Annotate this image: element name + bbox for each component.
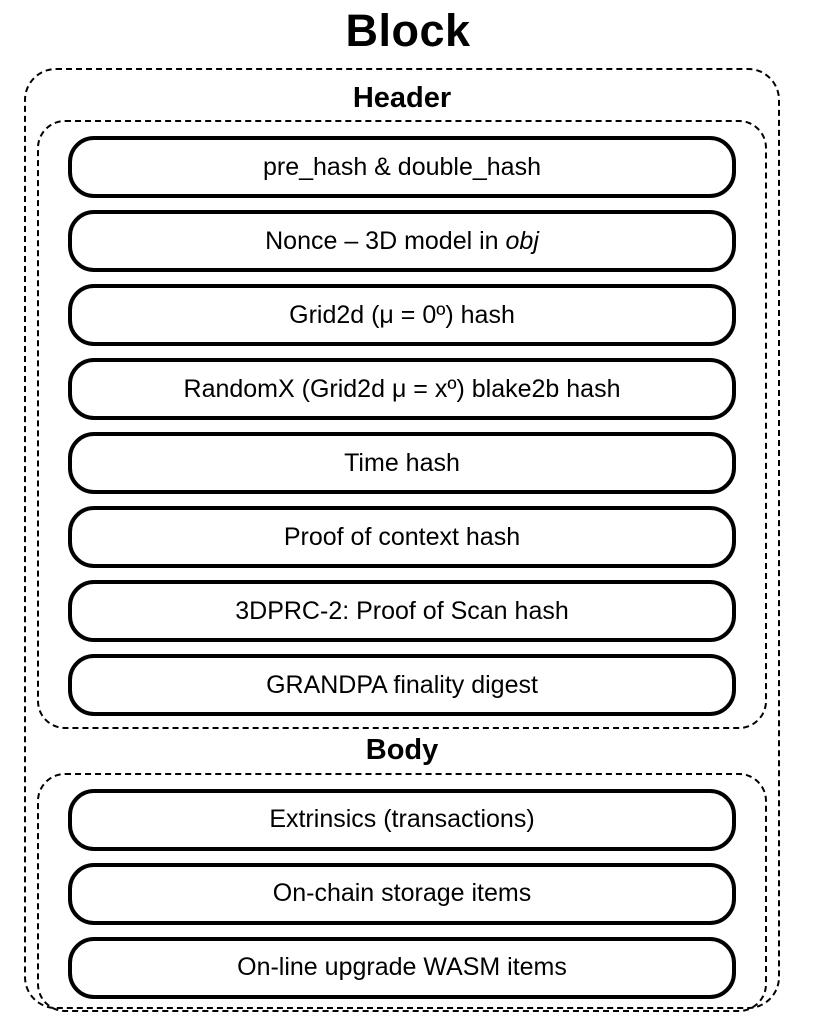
header-item-label: Grid2d (μ = 0º) hash: [289, 300, 515, 329]
header-item-pre-hash: pre_hash & double_hash: [68, 136, 736, 199]
header-item-grandpa-digest: GRANDPA finality digest: [68, 654, 736, 717]
header-item-proof-of-context: Proof of context hash: [68, 506, 736, 569]
header-item-label: pre_hash & double_hash: [262, 152, 541, 181]
header-item-label: 3DPRC-2: Proof of Scan hash: [235, 596, 569, 625]
header-item-label: Proof of context hash: [283, 522, 521, 551]
header-item-time-hash: Time hash: [68, 432, 736, 495]
header-item-nonce: Nonce – 3D model in obj: [68, 210, 736, 273]
header-item-label: RandomX (Grid2d μ = xº) blake2b hash: [183, 374, 621, 403]
header-item-label: Nonce – 3D model in: [265, 226, 506, 255]
body-container: Extrinsics (transactions) On-chain stora…: [37, 772, 767, 1012]
header-item-label-em: obj: [505, 226, 539, 255]
body-item-label: Extrinsics (transactions): [269, 805, 535, 834]
header-item-randomx-hash: RandomX (Grid2d μ = xº) blake2b hash: [68, 358, 736, 421]
header-section-label: Header: [352, 82, 452, 114]
body-item-wasm-items: On-line upgrade WASM items: [68, 936, 736, 999]
header-item-3dprc2-proof-of-scan: 3DPRC-2: Proof of Scan hash: [68, 580, 736, 643]
block-container: Header pre_hash & double_hash Nonce – 3D…: [24, 68, 780, 1012]
body-item-label: On-line upgrade WASM items: [237, 953, 567, 982]
header-item-label: Time hash: [344, 448, 460, 477]
body-item-label: On-chain storage items: [272, 879, 532, 908]
body-item-extrinsics: Extrinsics (transactions): [68, 788, 736, 851]
header-item-grid2d-hash: Grid2d (μ = 0º) hash: [68, 284, 736, 347]
header-item-label: GRANDPA finality digest: [266, 670, 538, 699]
header-container: pre_hash & double_hash Nonce – 3D model …: [37, 120, 767, 730]
body-item-storage-items: On-chain storage items: [68, 862, 736, 925]
diagram-title: Block: [345, 5, 471, 56]
body-section-label: Body: [365, 734, 439, 767]
